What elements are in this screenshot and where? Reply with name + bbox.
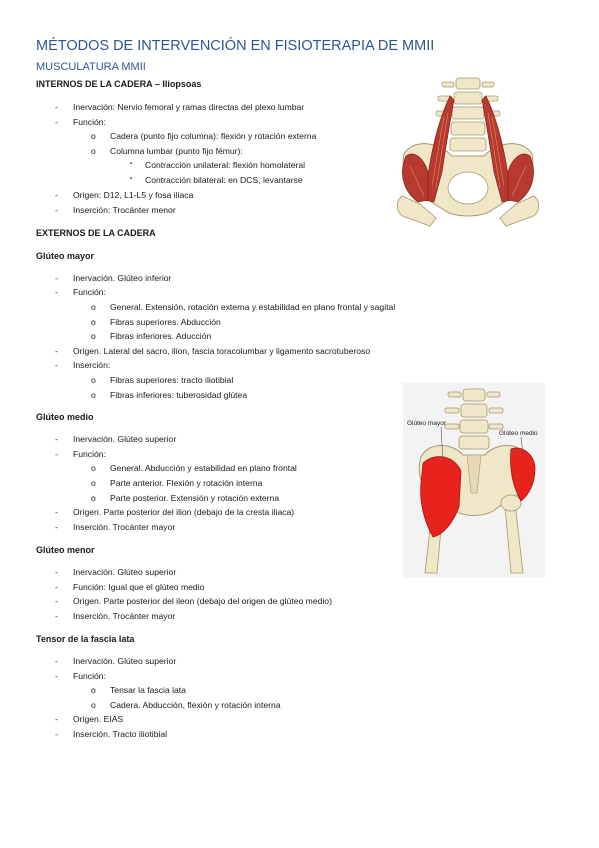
gmayor-inferiores: Fibras inferiores. Aducción — [110, 331, 212, 341]
dash-bullet: - — [55, 656, 58, 666]
circle-bullet: o — [91, 302, 96, 312]
circle-bullet: o — [91, 463, 96, 473]
gmayor-superiores: Fibras superiores. Abducción — [110, 317, 221, 327]
gmenor-funcion: Función: Igual que el glúteo medio — [73, 582, 205, 592]
gmedio-origen: Origen. Parte posterior del ilion (debaj… — [73, 507, 295, 517]
dash-bullet: - — [55, 273, 58, 283]
gmenor-inervacion: Inervación. Glúteo superior — [73, 567, 177, 577]
circle-bullet: o — [91, 390, 96, 400]
dash-bullet: - — [55, 671, 58, 681]
dash-bullet: - — [55, 190, 58, 200]
internos-unilateral: Contracción unilateral: flexión homolate… — [145, 160, 306, 170]
internos-bilateral: Contracción bilateral: en DCS, levantars… — [145, 175, 303, 185]
circle-bullet: o — [91, 331, 96, 341]
gmayor-inervacion: Inervación. Glúteo inferior — [73, 273, 172, 283]
gmedio-anterior: Parte anterior. Flexión y rotación inter… — [110, 478, 263, 488]
tensor-origen: Origen. EIAS — [73, 714, 124, 724]
page-title: MÉTODOS DE INTERVENCIÓN EN FISIOTERAPIA … — [36, 38, 435, 54]
dash-bullet: - — [55, 346, 58, 356]
circle-bullet: o — [91, 685, 96, 695]
internos-origen: Origen: D12, L1-L5 y fosa iliaca — [73, 190, 194, 200]
internos-funcion: Función: — [73, 117, 106, 127]
tensor-insercion: Inserción. Tracto iliotibial — [73, 729, 168, 739]
square-bullet: ▪ — [130, 176, 133, 182]
gmenor-origen: Origen. Parte posterior del ileon (debaj… — [73, 596, 332, 606]
gmedio-funcion: Función: — [73, 449, 106, 459]
internos-insercion: Inserción: Trocánter menor — [73, 205, 176, 215]
circle-bullet: o — [91, 700, 96, 710]
circle-bullet: o — [91, 146, 96, 156]
dash-bullet: - — [55, 611, 58, 621]
circle-bullet: o — [91, 317, 96, 327]
gmayor-ins-inf: Fibras inferiores: tuberosidad glútea — [110, 390, 248, 400]
heading-gluteo-mayor: Glúteo mayor — [36, 251, 95, 261]
tensor-inervacion: Inervación. Glúteo superior — [73, 656, 177, 666]
tensor-tensar: Tensar la fascia lata — [110, 685, 186, 695]
circle-bullet: o — [91, 493, 96, 503]
dash-bullet: - — [55, 507, 58, 517]
dash-bullet: - — [55, 596, 58, 606]
gmedio-insercion: Inserción. Trocánter mayor — [73, 522, 176, 532]
internos-cadera: Cadera (punto fijo columna): flexión y r… — [110, 131, 317, 141]
gmayor-ins-sup: Fibras superiores: tracto iliotibial — [110, 375, 234, 385]
label-gluteo-medio: Glúteo medio — [499, 430, 538, 437]
gmenor-insercion: Inserción. Trocánter mayor — [73, 611, 176, 621]
dash-bullet: - — [55, 567, 58, 577]
heading-externos: EXTERNOS DE LA CADERA — [36, 228, 156, 238]
iliopsoas-illustration — [396, 77, 540, 227]
circle-bullet: o — [91, 131, 96, 141]
dash-bullet: - — [55, 205, 58, 215]
tensor-funcion: Función: — [73, 671, 106, 681]
heading-gluteo-medio: Glúteo medio — [36, 412, 94, 422]
gmayor-funcion: Función: — [73, 287, 106, 297]
heading-tensor: Tensor de la fascia lata — [36, 634, 135, 644]
dash-bullet: - — [55, 360, 58, 370]
gmayor-origen: Origen. Lateral del sacro, ilion, fascia… — [73, 346, 371, 356]
gmedio-posterior: Parte posterior. Extensión y rotación ex… — [110, 493, 280, 503]
internos-columna: Columna lumbar (punto fijo fémur): — [110, 146, 243, 156]
section-subtitle: MUSCULATURA MMII — [36, 61, 146, 73]
gmayor-general: General. Extensión, rotación externa y e… — [110, 302, 396, 312]
heading-internos: INTERNOS DE LA CADERA – Iliopsoas — [36, 79, 202, 89]
dash-bullet: - — [55, 582, 58, 592]
gmayor-insercion: Inserción: — [73, 360, 111, 370]
internos-inervacion: Inervación: Nervio femoral y ramas direc… — [73, 102, 305, 112]
square-bullet: ▪ — [130, 161, 133, 167]
dash-bullet: - — [55, 729, 58, 739]
dash-bullet: - — [55, 714, 58, 724]
gluteos-illustration: Glúteo mayor Glúteo medio — [403, 383, 545, 578]
heading-gluteo-menor: Glúteo menor — [36, 545, 95, 555]
tensor-cadera: Cadera. Abducción, flexión y rotación in… — [110, 700, 281, 710]
gmedio-general: General. Abducción y estabilidad en plan… — [110, 463, 297, 473]
dash-bullet: - — [55, 434, 58, 444]
dash-bullet: - — [55, 522, 58, 532]
gmedio-inervacion: Inervación. Glúteo superior — [73, 434, 177, 444]
dash-bullet: - — [55, 102, 58, 112]
dash-bullet: - — [55, 449, 58, 459]
dash-bullet: - — [55, 117, 58, 127]
label-gluteo-mayor: Glúteo mayor — [407, 420, 447, 427]
circle-bullet: o — [91, 375, 96, 385]
circle-bullet: o — [91, 478, 96, 488]
dash-bullet: - — [55, 287, 58, 297]
